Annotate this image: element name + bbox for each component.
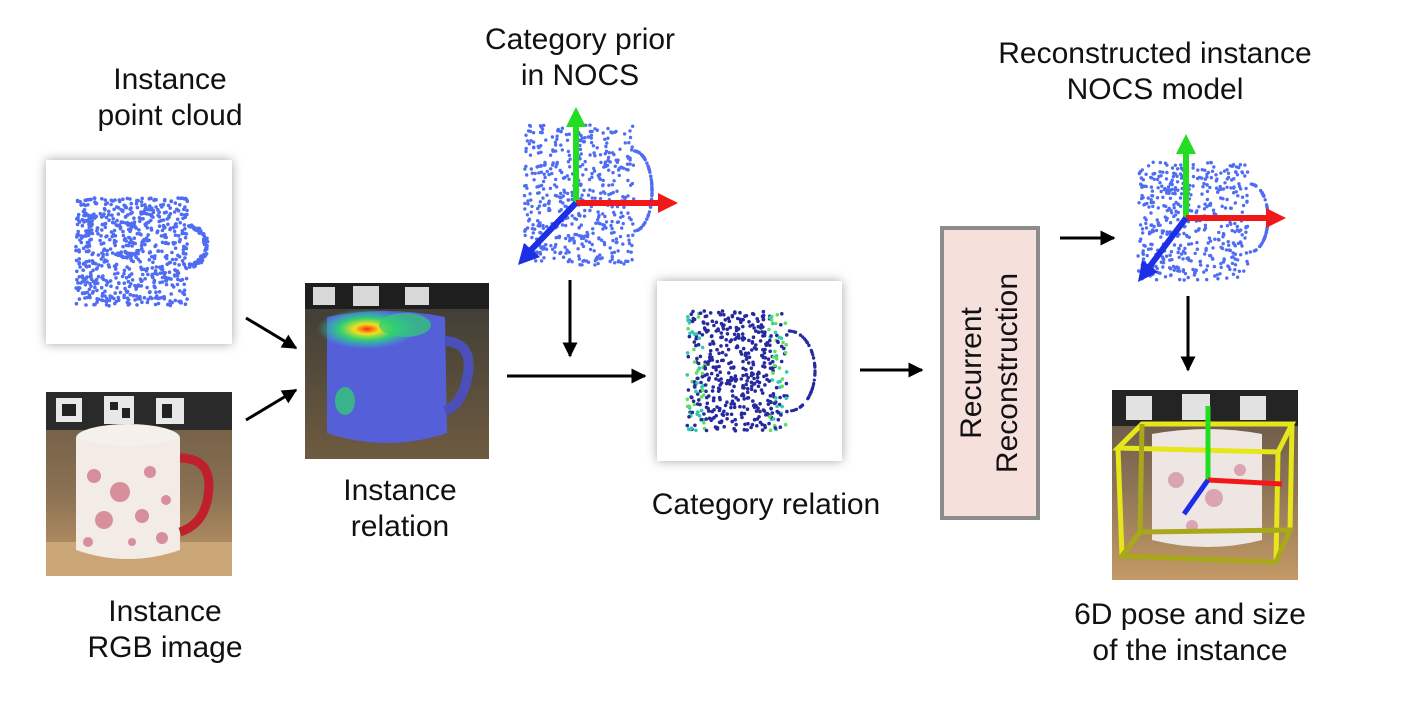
- z-axis-arrow: [527, 200, 579, 254]
- instance-point-cloud-panel: [46, 160, 232, 344]
- pose-size-label-line1: 6D pose and size: [1074, 598, 1306, 631]
- category-prior-model: [518, 107, 678, 267]
- arrow-pointcloud-to-relation: [245, 316, 298, 350]
- reconstructed-model-label: Reconstructed instance NOCS model: [990, 36, 1320, 108]
- category-prior-label-line2: in NOCS: [520, 59, 640, 92]
- category-relation-label: Category relation: [651, 488, 881, 521]
- reconstructed-model-label-line1: Reconstructed instance: [998, 37, 1312, 70]
- pose-size-image: [1112, 390, 1298, 580]
- point-cloud-label: Instance point cloud: [70, 62, 270, 134]
- point-cloud-label-line2: point cloud: [97, 99, 243, 132]
- bounding-box: [1112, 421, 1297, 565]
- rgb-mug-photo: [46, 392, 232, 576]
- instance-relation-image: [305, 283, 489, 459]
- reconstructed-nocs-model: [1136, 134, 1286, 282]
- rgb-image-label: Instance RGB image: [40, 594, 290, 666]
- instance-relation-label-line2: relation: [350, 510, 450, 543]
- instance-relation-label: Instance relation: [300, 473, 500, 545]
- category-relation-panel: [657, 281, 842, 461]
- point-cloud-label-line1: Instance: [113, 63, 227, 96]
- recon-z-axis-arrow: [1147, 216, 1189, 268]
- pose-size-photo: [1112, 390, 1298, 580]
- pose-size-label: 6D pose and size of the instance: [1060, 597, 1320, 669]
- pose-size-label-line2: of the instance: [1092, 634, 1288, 667]
- recurrent-reconstruction-label: Recurrent Reconstruction: [954, 233, 1026, 513]
- instance-rgb-image: [46, 392, 232, 576]
- arrow-rgb-to-relation: [245, 388, 298, 422]
- recurrent-reconstruction-box: Recurrent Reconstruction: [940, 226, 1040, 520]
- category-relation-image: [685, 309, 817, 433]
- rgb-image-label-line2: RGB image: [87, 631, 243, 664]
- reconstructed-model-label-line2: NOCS model: [1066, 73, 1244, 106]
- category-prior-label-line1: Category prior: [484, 23, 676, 56]
- instance-point-cloud-image: [74, 196, 210, 308]
- instance-relation-label-line1: Instance: [343, 474, 457, 507]
- recurrent-label-line1: Recurrent: [955, 307, 988, 439]
- rgb-image-label-line1: Instance: [108, 595, 222, 628]
- recurrent-label-line2: Reconstruction: [991, 272, 1024, 474]
- category-prior-label: Category prior in NOCS: [450, 22, 710, 94]
- instance-relation-heatmap: [305, 283, 489, 459]
